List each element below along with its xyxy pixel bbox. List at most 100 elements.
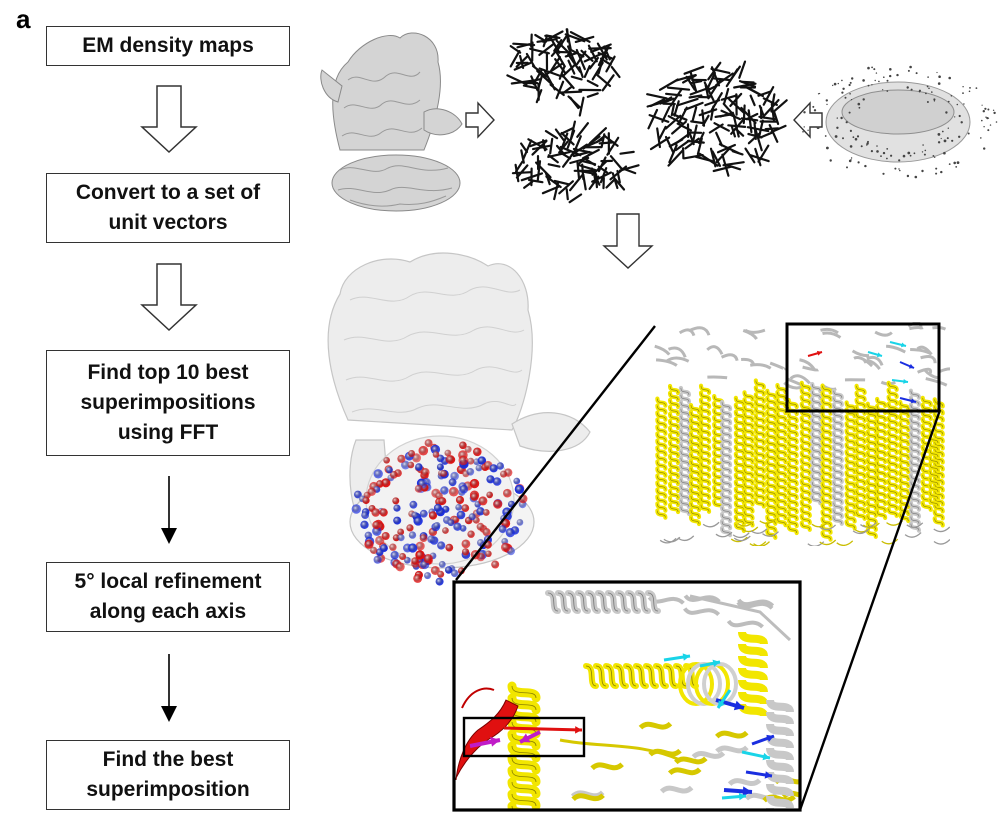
unit-vector	[547, 151, 571, 158]
unit-vector	[722, 161, 745, 167]
unit-vector	[549, 137, 554, 155]
unit-vectors-image-2	[646, 60, 788, 177]
unit-vector	[759, 131, 773, 139]
unit-vector	[538, 42, 555, 57]
unit-vector	[560, 132, 575, 146]
step-label: Find the best superimposition	[86, 748, 250, 801]
unit-vector	[709, 147, 717, 168]
unit-vector	[598, 141, 615, 145]
unit-vector	[677, 106, 688, 125]
unit-vector	[527, 178, 544, 184]
unit-vector	[520, 149, 525, 164]
density-map-texture	[337, 71, 453, 207]
unit-vector	[762, 85, 775, 106]
unit-vector	[515, 55, 529, 68]
unit-vector	[670, 104, 675, 117]
unit-vector	[511, 171, 532, 175]
unit-vector	[742, 104, 746, 125]
unit-vector	[531, 64, 548, 78]
zoom-projection-line	[798, 409, 942, 811]
unit-vector	[534, 33, 548, 43]
unit-vector	[683, 65, 705, 75]
unit-vector	[509, 49, 521, 68]
unit-vector	[575, 50, 587, 66]
unit-vector	[597, 53, 606, 75]
unit-vector	[596, 42, 608, 61]
unit-vector	[605, 178, 616, 189]
unit-vector	[722, 102, 736, 117]
unit-vector	[537, 74, 544, 90]
unit-vector	[595, 134, 606, 144]
unit-vector	[656, 127, 662, 149]
unit-vector	[708, 123, 724, 134]
disc-density-map-image	[802, 65, 998, 179]
unit-vector	[674, 73, 697, 82]
unit-vector	[553, 180, 560, 201]
density-map-texture	[343, 286, 525, 413]
unit-vector	[741, 80, 755, 84]
unit-vector	[723, 87, 730, 105]
unit-vector	[525, 52, 536, 68]
hollow-down-arrow	[602, 213, 654, 269]
unit-vector	[754, 128, 763, 152]
unit-vector	[694, 155, 714, 163]
unit-vector	[658, 78, 679, 91]
unit-vector	[738, 60, 747, 79]
unit-vector	[729, 65, 742, 82]
unit-vector	[773, 111, 780, 126]
unit-vector	[616, 169, 621, 184]
unit-vector	[613, 178, 626, 191]
unit-vector	[553, 179, 570, 186]
unit-vector	[578, 96, 585, 117]
unit-vector	[601, 74, 615, 92]
unit-vector	[690, 120, 705, 125]
step-best-superimposition: Find the best superimposition	[46, 740, 290, 810]
unit-vector	[553, 38, 563, 52]
superimposed-structure-image	[654, 322, 950, 546]
unit-vector	[646, 93, 668, 100]
zoomed-inset-image	[452, 580, 802, 812]
unit-vector	[715, 131, 724, 147]
unit-vector	[569, 156, 590, 165]
unit-vector	[689, 86, 710, 96]
unit-vector	[658, 125, 667, 140]
unit-vector	[559, 145, 582, 157]
unit-vector	[732, 114, 740, 138]
unit-vector	[705, 71, 717, 91]
unit-vector	[668, 144, 678, 164]
unit-vector	[554, 128, 565, 142]
unit-vector	[674, 139, 691, 152]
unit-vector	[558, 151, 572, 160]
unit-vector	[536, 160, 542, 182]
unit-vector	[570, 75, 583, 81]
unit-vector	[715, 146, 732, 164]
unit-vector	[709, 105, 715, 121]
unit-vector	[748, 154, 770, 163]
unit-vector	[520, 172, 544, 182]
unit-vector	[703, 81, 715, 102]
unit-vector	[583, 52, 602, 63]
unit-vector	[561, 85, 574, 95]
unit-vector	[619, 150, 635, 155]
unit-vector	[541, 185, 561, 195]
unit-vector	[584, 158, 597, 167]
unit-vector	[561, 63, 577, 78]
unit-vector	[716, 143, 737, 154]
unit-vector	[595, 73, 612, 88]
unit-vector	[773, 99, 788, 113]
step-local-refinement: 5° local refinement along each axis	[46, 562, 290, 632]
zoom-projection-line	[455, 325, 656, 581]
unit-vector	[606, 136, 620, 156]
unit-vector	[543, 70, 556, 91]
step-label: EM density maps	[82, 34, 254, 57]
panel-label: a	[16, 4, 31, 34]
unit-vector	[522, 84, 538, 90]
unit-vector	[770, 124, 787, 134]
unit-vector	[572, 135, 582, 155]
hollow-left-arrow	[793, 101, 823, 139]
unit-vector	[550, 43, 563, 57]
unit-vector	[691, 124, 698, 143]
unit-vector	[746, 126, 770, 133]
unit-vector	[516, 43, 531, 49]
unit-vector	[647, 108, 659, 130]
